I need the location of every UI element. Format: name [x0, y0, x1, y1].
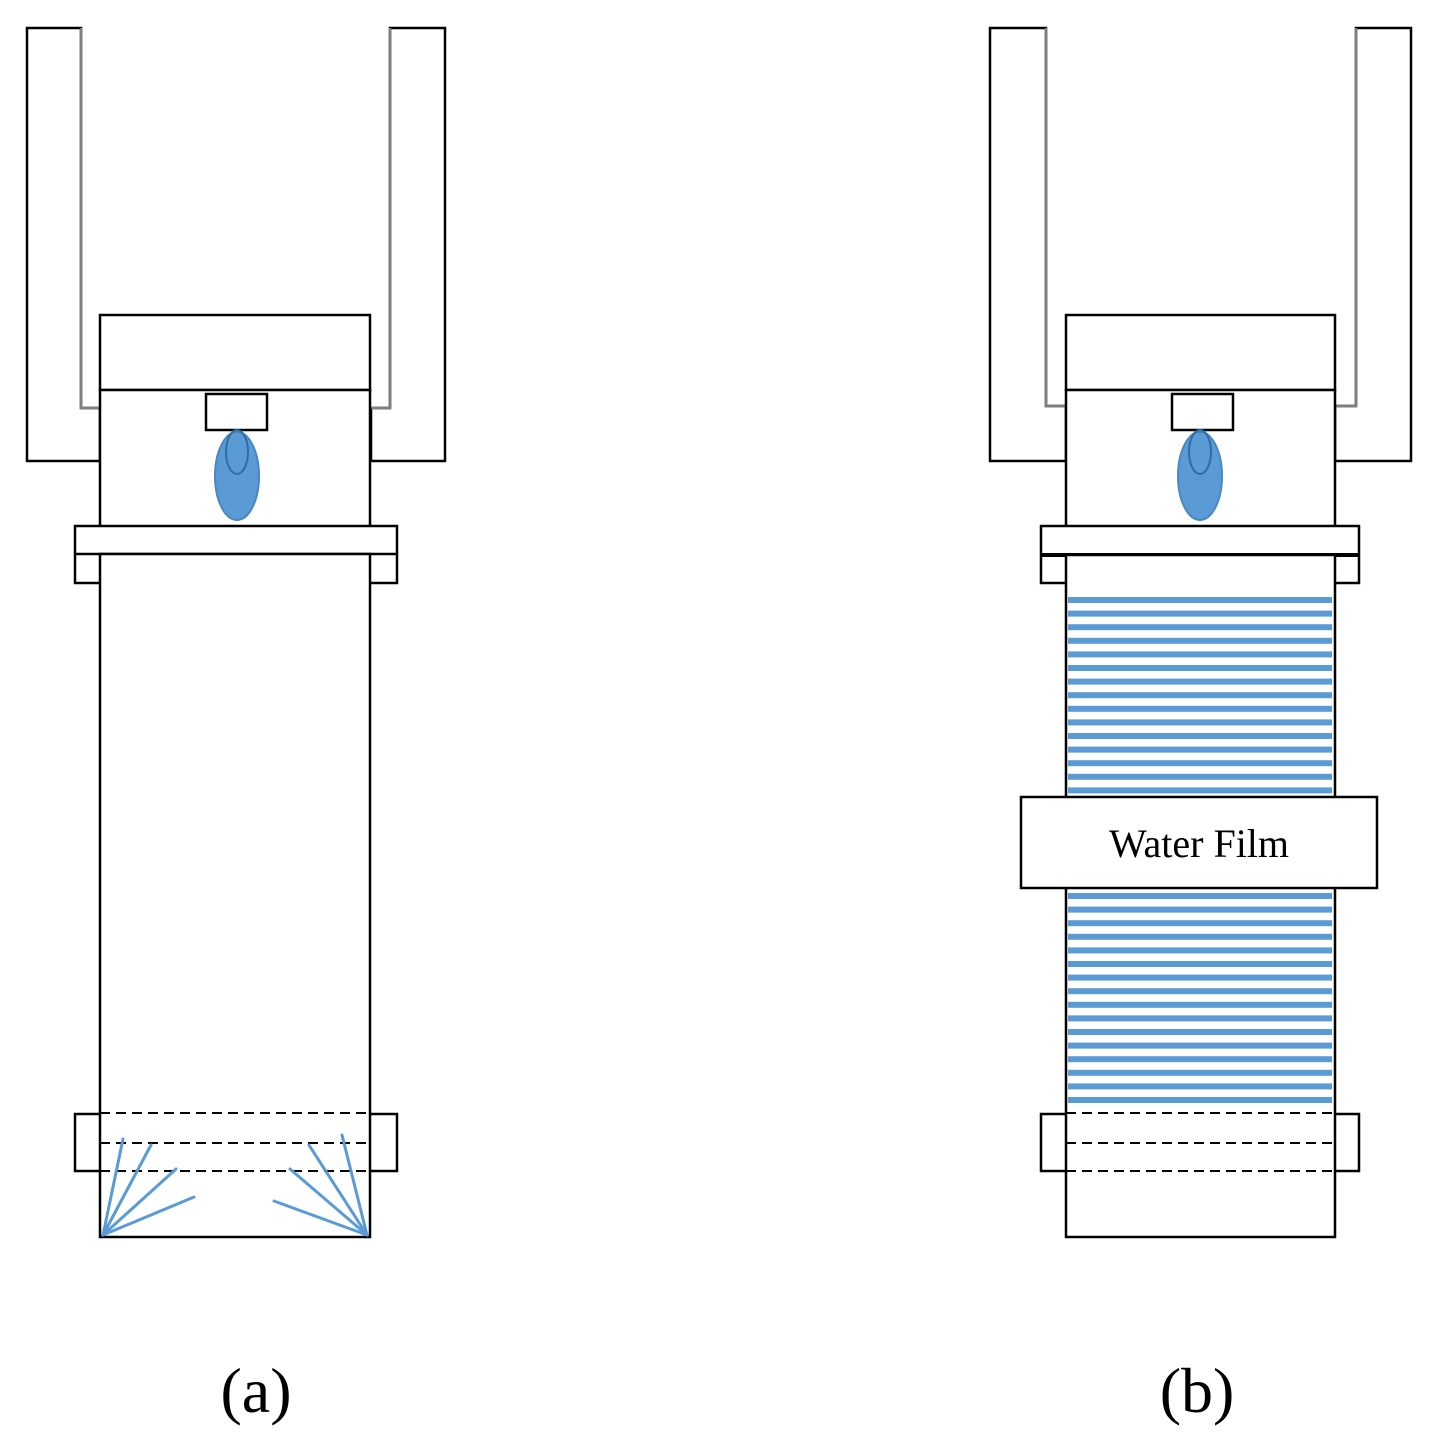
water-film-stripe [1068, 947, 1332, 954]
top-cap [98, 313, 372, 392]
water-film-stripe [1068, 733, 1332, 739]
spray-line [272, 1199, 369, 1237]
panel-label-a: (a) [220, 1355, 291, 1426]
water-film-stripe [1068, 637, 1332, 644]
water-film-stripe [1068, 692, 1332, 699]
water-film-stripe [1068, 1083, 1332, 1090]
water-film-stripe [1068, 705, 1332, 712]
water-droplet-highlight [225, 429, 249, 475]
water-film-stripe [1068, 651, 1332, 658]
water-film-stripe [1068, 974, 1332, 981]
nozzle [204, 392, 269, 432]
water-film-stripe [1068, 920, 1332, 927]
water-film-stripes [1068, 597, 1332, 1103]
support-frame [25, 26, 102, 463]
water-film-label: Water Film [1109, 821, 1289, 866]
water-film-stripe [1068, 773, 1332, 780]
support-frame [369, 26, 447, 463]
water-film-stripe [1068, 610, 1332, 617]
spray-line [288, 1167, 369, 1237]
water-film-stripe [1068, 1069, 1332, 1076]
water-droplet [1177, 431, 1223, 521]
spray-line [101, 1167, 178, 1237]
spray-right [272, 1133, 369, 1237]
support-frame [988, 26, 1068, 463]
panel-a: (a) [25, 26, 447, 1426]
water-droplet [214, 431, 260, 521]
water-film-stripe [1068, 719, 1332, 726]
spray-line [340, 1133, 369, 1237]
panel-b: Water Film (b) [988, 26, 1413, 1426]
water-film-stripe [1068, 1001, 1332, 1008]
water-film-stripe [1068, 760, 1332, 767]
water-film-stripe [1068, 746, 1332, 753]
panel-label-b: (b) [1160, 1355, 1235, 1426]
water-film-stripe [1068, 1015, 1332, 1022]
water-film-stripe [1068, 1029, 1332, 1035]
nozzle [1170, 392, 1235, 432]
water-film-stripe [1068, 906, 1332, 913]
water-film-stripe [1068, 665, 1332, 671]
support-frame-inner-edge [1044, 28, 1358, 408]
water-film-stripe [1068, 787, 1332, 794]
water-film-stripe [1068, 1097, 1332, 1103]
water-film-stripe [1068, 597, 1332, 603]
water-film-stripe [1068, 893, 1332, 899]
spray-line [101, 1143, 153, 1237]
water-film-stripe [1068, 624, 1332, 631]
spray-line [307, 1143, 369, 1237]
water-film-stripe [1068, 961, 1332, 967]
spray-left [101, 1137, 196, 1237]
water-film-stripe [1068, 933, 1332, 940]
tube [98, 552, 372, 1239]
water-film-stripe [1068, 1042, 1332, 1049]
water-film-stripe [1068, 988, 1332, 995]
support-frame [1333, 26, 1413, 463]
spray-line [101, 1137, 125, 1237]
top-cap [1064, 313, 1337, 392]
water-film-stripe [1068, 678, 1332, 685]
support-frame-inner-edge [79, 28, 392, 410]
water-film-label-box [1019, 795, 1379, 890]
water-droplet-highlight [1188, 429, 1212, 475]
spray-line [101, 1195, 196, 1237]
water-film-stripe [1068, 1056, 1332, 1063]
